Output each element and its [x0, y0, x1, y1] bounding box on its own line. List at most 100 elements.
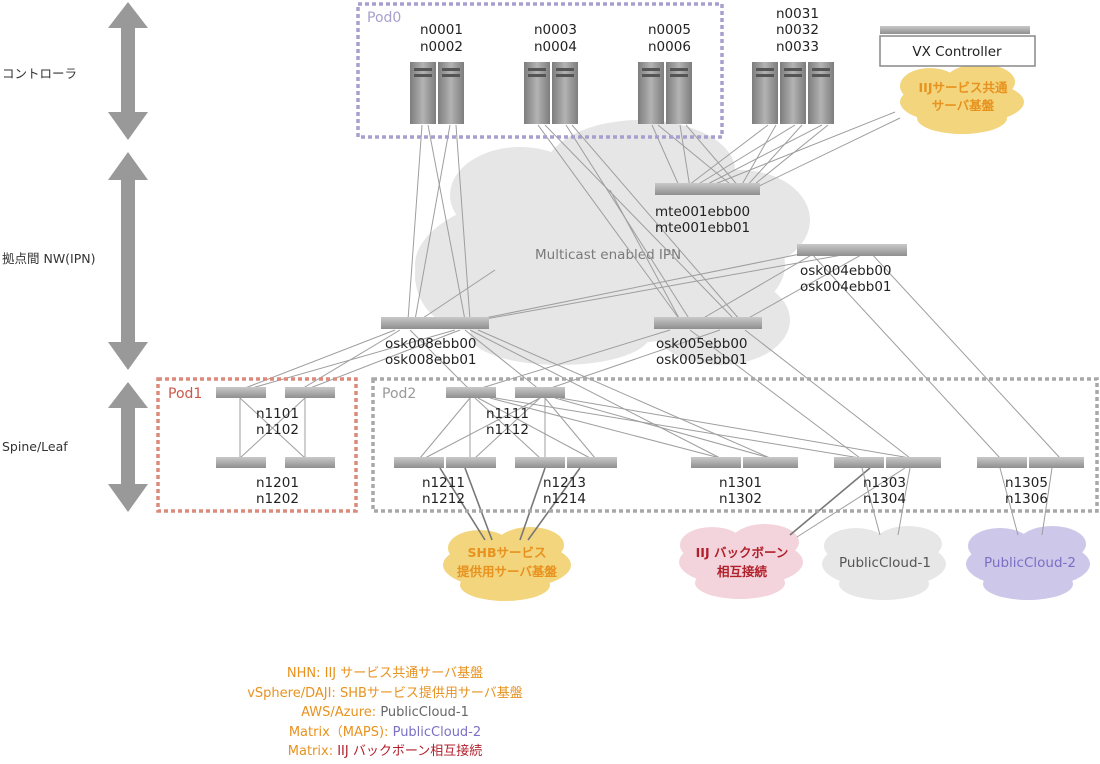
pod2-spines: n1111 n1112: [446, 387, 565, 438]
pod2-leaf-1303: n1303 n1304: [834, 457, 941, 507]
legend-value: PublicCloud-2: [392, 724, 482, 740]
cloud-public2-label: PublicCloud-2: [984, 555, 1076, 571]
cloud-shb-line1: SHBサービス: [468, 545, 547, 560]
legend-row: NHN: IIJ サービス共通サーバ基盤: [0, 664, 770, 684]
links: [239, 111, 1061, 541]
pod2-leaf-1213: n1213 n1214: [515, 457, 617, 507]
ipn-cloud-label: Multicast enabled IPN: [535, 247, 681, 263]
pod1-spines: n1101 n1102: [216, 387, 335, 438]
legend-row: Matrix: IIJ バックボーン相互接続: [0, 742, 770, 762]
legend-value: IIJ サービス共通サーバ基盤: [324, 666, 484, 681]
node-label: osk005ebb00: [656, 336, 748, 352]
pod1-frame: [156, 377, 358, 513]
pod1-leaves: n1201 n1202: [216, 457, 335, 507]
node-label: n1213: [543, 475, 586, 491]
node-label: n0006: [648, 39, 691, 55]
controller-group-4: n0031 n0032 n0033: [752, 6, 834, 124]
pod2-frame: [371, 377, 1099, 513]
cloud-backbone: [679, 524, 803, 599]
legend-key: vSphere/DAJI:: [247, 685, 336, 701]
legend-key: Matrix（MAPS):: [288, 724, 389, 740]
node-label: osk004ebb01: [800, 279, 892, 295]
legend-key: NHN:: [286, 666, 321, 681]
side-label-controller: コントローラ: [2, 66, 77, 81]
arrow-spine-leaf-layer: [108, 382, 148, 512]
legend-key: AWS/Azure:: [301, 705, 377, 720]
side-label-ipn: 拠点間 NW(IPN): [2, 251, 96, 266]
server: [438, 62, 464, 124]
legend-key: Matrix:: [287, 744, 334, 759]
layer-arrows: [108, 2, 148, 512]
cloud-public1-label: PublicCloud-1: [839, 555, 931, 571]
vx-controller-label: VX Controller: [912, 44, 1002, 60]
cloud-iij-common: [900, 64, 1024, 134]
server: [780, 62, 806, 124]
node-label: n1306: [1005, 491, 1048, 507]
node-label: n0005: [648, 22, 691, 38]
legend-row: vSphere/DAJI: SHBサービス提供用サーバ基盤: [0, 684, 770, 704]
cloud-public2: [966, 526, 1090, 600]
server: [410, 62, 436, 124]
node-label: n1304: [863, 491, 906, 507]
node-label: n1112: [486, 422, 529, 438]
pod0-frame: [356, 2, 724, 139]
pod1-label: Pod1: [168, 386, 202, 402]
arrow-controller-layer: [108, 2, 148, 140]
node-label: n0031: [776, 6, 819, 22]
node-label: n1214: [543, 491, 586, 507]
controller-group-2: n0003 n0004: [524, 22, 578, 124]
cloud-backbone-line2: 相互接続: [717, 564, 768, 579]
node-label: n1202: [256, 491, 299, 507]
switch-osk004: osk004ebb00 osk004ebb01: [797, 244, 907, 295]
server: [752, 62, 778, 124]
node-label: n0003: [534, 22, 577, 38]
node-label: n1303: [863, 475, 906, 491]
node-label: osk008ebb01: [385, 352, 477, 368]
server: [808, 62, 834, 124]
node-label: n1302: [719, 491, 762, 507]
node-label: mte001ebb01: [655, 220, 750, 236]
node-label: mte001ebb00: [655, 204, 750, 220]
pod2-label: Pod2: [382, 386, 416, 402]
node-label: n1212: [422, 491, 465, 507]
side-label-spine-leaf: Spine/Leaf: [2, 439, 68, 454]
node-label: n1101: [256, 406, 299, 422]
switch-mte001: mte001ebb00 mte001ebb01: [655, 183, 760, 236]
node-label: n1111: [486, 406, 529, 422]
arrow-ipn-layer: [108, 152, 148, 370]
pod2-leaf-1305: n1305 n1306: [977, 457, 1084, 507]
legend-value: SHBサービス提供用サーバ基盤: [339, 685, 523, 701]
node-label: n1211: [422, 475, 465, 491]
node-label: osk005ebb01: [656, 352, 748, 368]
node-label: n1305: [1005, 475, 1048, 491]
cloud-iij-common-line1: IIJサービス共通: [919, 80, 1008, 95]
cloud-shb: [443, 527, 571, 601]
cloud-iij-common-line2: サーバ基盤: [932, 98, 995, 113]
node-label: n0004: [534, 39, 577, 55]
controller-group-3: n0005 n0006: [638, 22, 692, 124]
node-label: n1201: [256, 475, 299, 491]
switch-osk008: osk008ebb00 osk008ebb01: [381, 317, 489, 368]
pod2-leaf-1301: n1301 n1302: [691, 457, 798, 507]
node-label: n0032: [776, 22, 819, 38]
node-label: osk004ebb00: [800, 263, 892, 279]
cloud-backbone-line1: IIJ バックボーン: [696, 545, 789, 560]
legend: NHN: IIJ サービス共通サーバ基盤 vSphere/DAJI: SHBサー…: [0, 664, 770, 762]
cloud-shb-line2: 提供用サーバ基盤: [457, 564, 557, 579]
legend-value: PublicCloud-1: [380, 705, 469, 720]
pod2-leaf-1211: n1211 n1212: [394, 457, 496, 507]
server: [524, 62, 550, 124]
legend-value: IIJ バックボーン相互接続: [337, 744, 483, 759]
server: [638, 62, 664, 124]
node-label: n0033: [776, 39, 819, 55]
vx-controller: VX Controller: [879, 26, 1036, 67]
controller-group-1: n0001 n0002: [410, 22, 464, 124]
legend-row: AWS/Azure: PublicCloud-1: [0, 703, 770, 723]
node-label: n0002: [420, 39, 463, 55]
node-label: n1102: [256, 422, 299, 438]
server: [552, 62, 578, 124]
switch-osk005: osk005ebb00 osk005ebb01: [654, 317, 762, 368]
node-label: n0001: [420, 22, 463, 38]
legend-row: Matrix（MAPS): PublicCloud-2: [0, 723, 770, 743]
